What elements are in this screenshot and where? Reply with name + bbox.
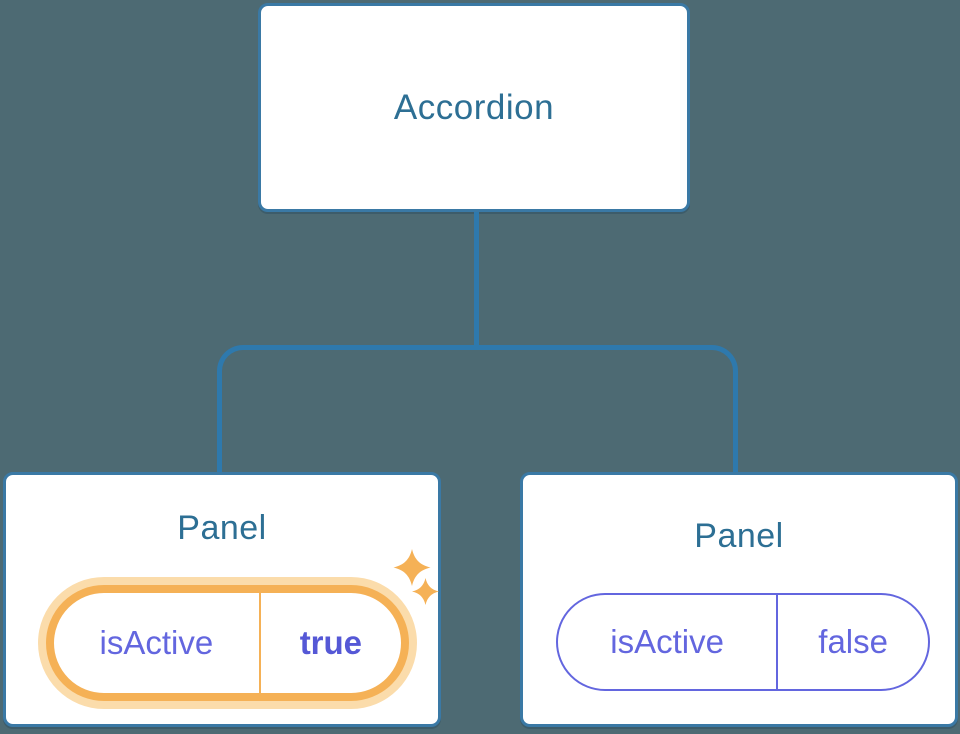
- panel-title: Panel: [694, 517, 784, 555]
- panel-node-inactive: Panel isActive false: [520, 472, 958, 727]
- connector-stem: [474, 212, 479, 346]
- pill-divider: [776, 595, 779, 689]
- state-key: isActive: [99, 624, 214, 661]
- pill-divider: [258, 593, 261, 693]
- connector-bracket: [217, 345, 738, 472]
- accordion-node-label: Accordion: [393, 87, 555, 127]
- sparkle-icon: [393, 549, 431, 586]
- state-pill-inactive: isActive false: [556, 593, 930, 691]
- state-value: true: [299, 624, 363, 661]
- state-key: isActive: [610, 623, 724, 660]
- accordion-node: Accordion: [258, 3, 690, 212]
- sparkle-icon: [412, 578, 439, 605]
- panel-title: Panel: [177, 509, 267, 547]
- state-value: false: [818, 623, 888, 660]
- panel-node-active: Panel isActive true: [3, 472, 441, 727]
- state-pill-active: isActive true: [46, 585, 409, 701]
